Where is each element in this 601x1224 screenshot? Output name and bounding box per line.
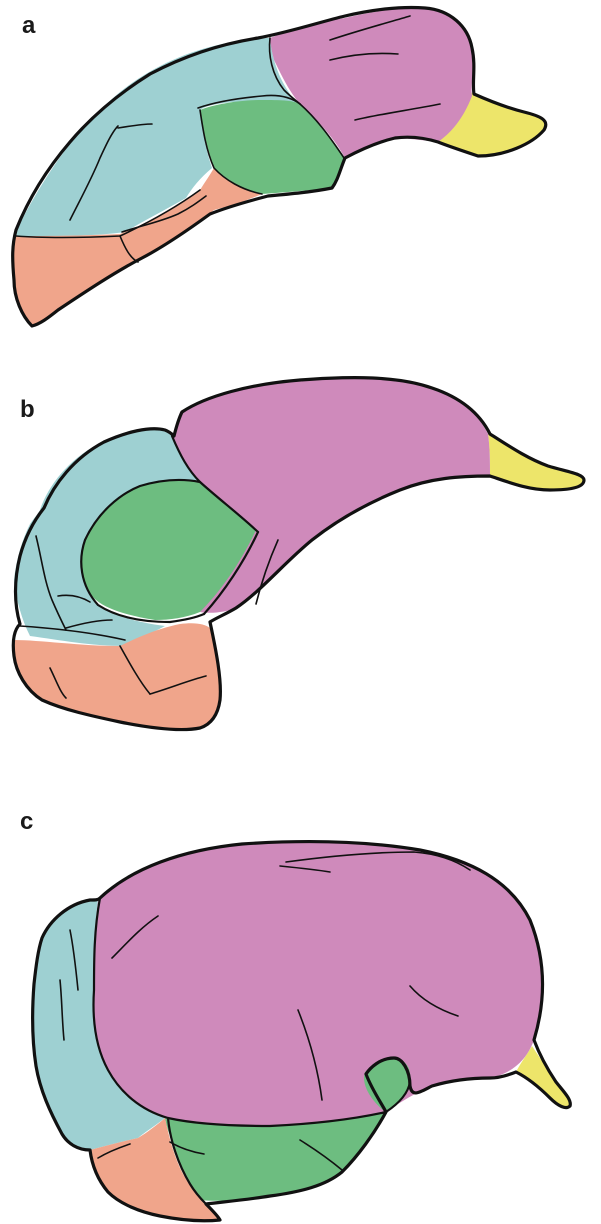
panel-c-brain	[33, 842, 571, 1221]
panel-a-brain	[13, 7, 546, 326]
panel-c-magenta-region	[94, 842, 543, 1126]
panel-b-brain	[13, 378, 584, 730]
